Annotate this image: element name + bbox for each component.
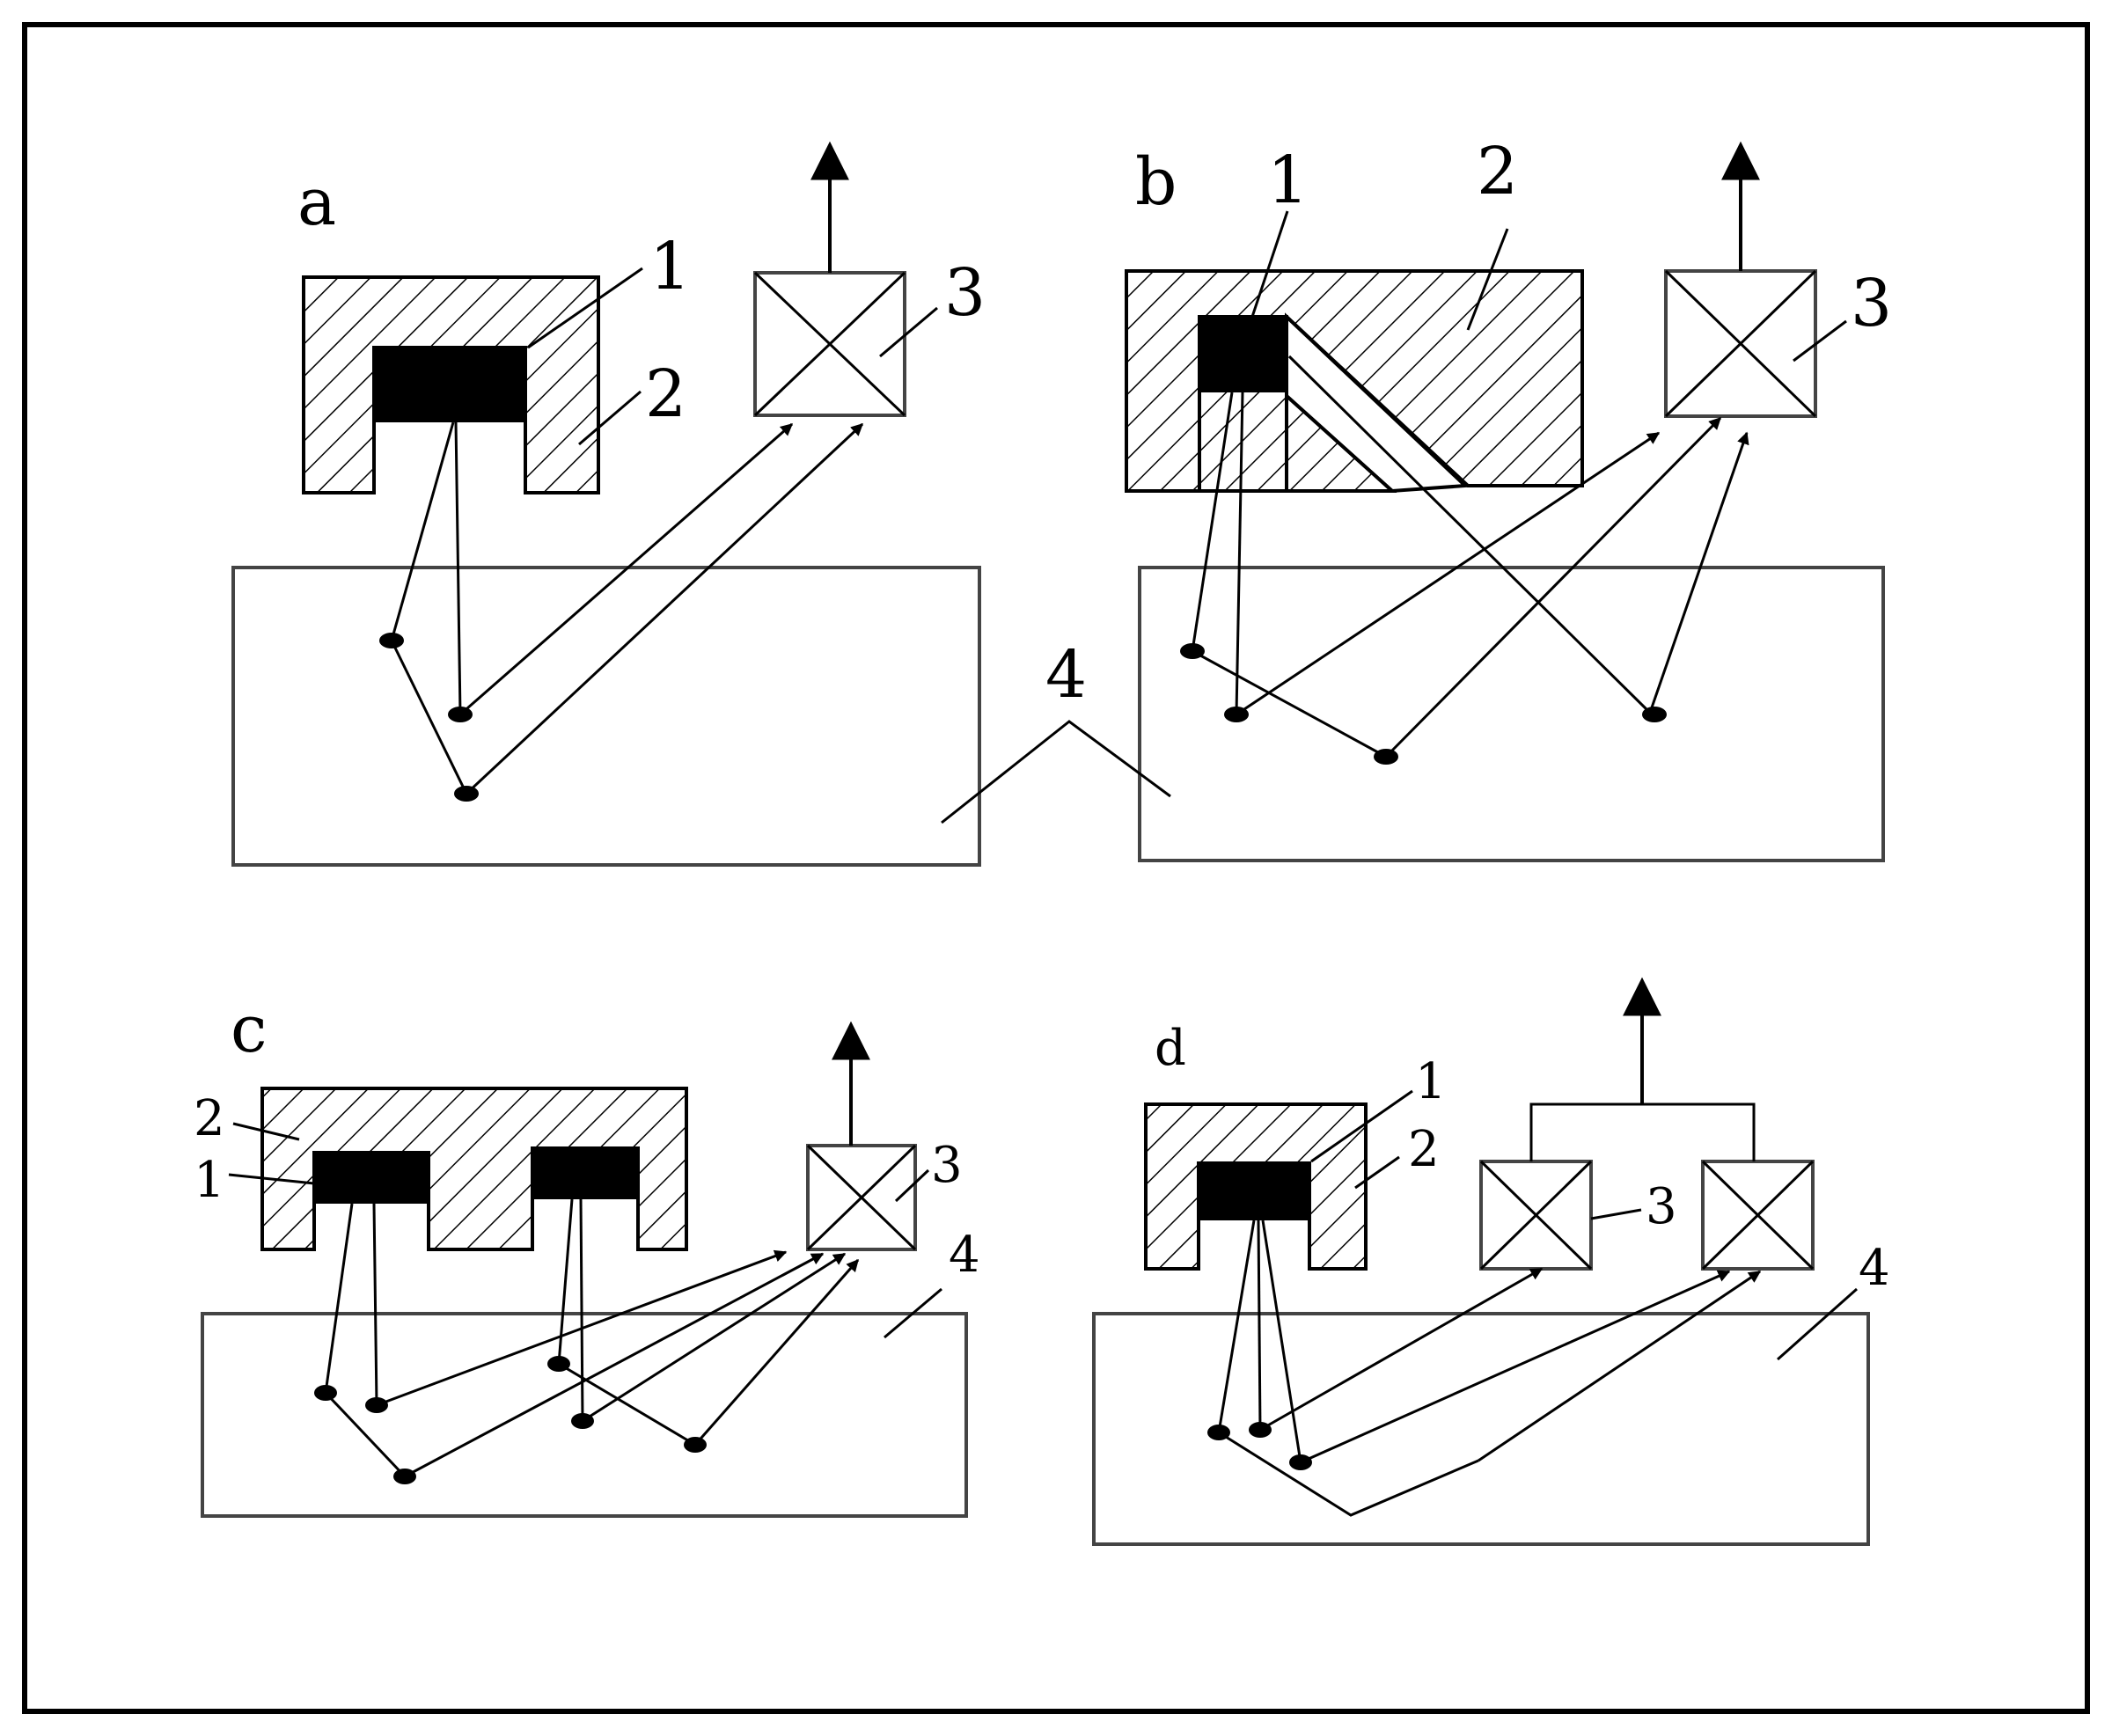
panel-a-housing [302,275,600,494]
panel-a-label-2: 2 [645,356,686,432]
shared-label-4-text: 4 [1045,637,1087,713]
panel-b-label-3: 3 [1851,266,1892,341]
panel-d: d 1 2 3 4 [1092,977,1890,1546]
panel-c-medium [201,1312,968,1518]
panel-b-label-2: 2 [1477,134,1518,209]
figure-frame [22,22,2090,1714]
panel-a-label-3: 3 [944,255,986,331]
panel-a-detector [753,271,906,417]
shared-label-4: 4 [941,637,1171,824]
panel-d-label: d [1155,1020,1186,1077]
panel-d-label-2: 2 [1408,1121,1440,1178]
panel-b-source [1201,317,1287,392]
panel-d-detector-bus [1529,1102,1756,1161]
panel-c-label-4: 4 [949,1227,980,1284]
panel-b-detector [1664,269,1817,418]
panel-d-source [1199,1163,1309,1220]
panel-b-medium [1138,566,1885,862]
panel-c-label-2: 2 [194,1090,225,1147]
panel-a-medium [231,566,981,867]
panel-c-label: c [231,992,267,1067]
panel-d-label-4: 4 [1859,1240,1890,1297]
panel-d-medium [1092,1312,1870,1546]
panel-c-detector [806,1144,917,1251]
panel-c-label-3: 3 [931,1137,963,1194]
panel-d-label-1: 1 [1415,1053,1447,1110]
panel-d-label-3: 3 [1646,1178,1677,1235]
panel-c: c 2 1 3 4 [194,992,980,1518]
panel-b-label-1: 1 [1267,143,1309,218]
panel-a-label: a [297,165,336,240]
panel-d-detector-right [1701,1160,1815,1271]
panel-c-source-right [532,1148,638,1199]
panel-c-source-left [314,1153,429,1204]
panel-a: a 1 2 3 [231,141,986,867]
panel-b: b 1 2 3 [1125,134,1892,862]
panel-b-label: b [1135,144,1177,220]
panel-c-label-1: 1 [194,1152,225,1209]
panel-c-housing [260,1087,688,1251]
panel-d-detector-left [1479,1160,1593,1271]
panel-a-source [376,348,524,422]
panel-a-label-1: 1 [649,229,691,304]
